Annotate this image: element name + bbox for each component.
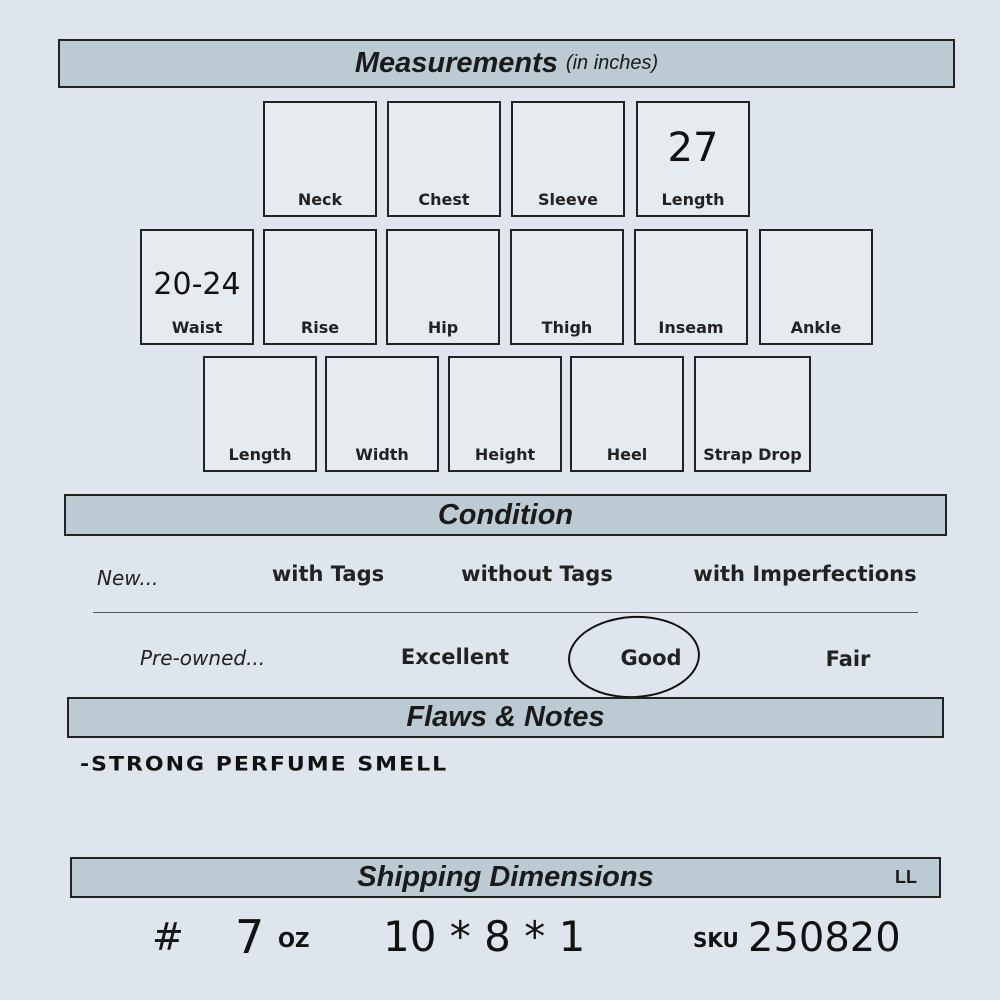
measurement-box-hip[interactable]: Hip <box>386 229 500 345</box>
measurement-box-neck[interactable]: Neck <box>263 101 377 217</box>
measurement-label: Neck <box>297 190 343 209</box>
measurement-label: Waist <box>171 318 223 337</box>
flaws-note: -STRONG PERFUME SMELL <box>80 753 449 776</box>
measurement-label: Hip <box>427 318 459 337</box>
measurement-box-rise[interactable]: Rise <box>263 229 377 345</box>
condition-header: Condition <box>64 494 947 536</box>
new-label: New... <box>97 566 159 590</box>
measurement-label: Width <box>355 445 409 464</box>
measurement-value: 27 <box>667 125 719 171</box>
option-without-tags[interactable]: without Tags <box>461 562 613 586</box>
measurement-box-inseam[interactable]: Inseam <box>634 229 748 345</box>
weight-unit: OZ <box>278 928 310 952</box>
option-good[interactable]: Good <box>620 646 682 670</box>
measurement-box-height[interactable]: Height <box>448 356 562 472</box>
option-fair[interactable]: Fair <box>825 647 871 671</box>
section-title: Measurements <box>354 47 558 79</box>
section-title: Flaws & Notes <box>406 701 605 733</box>
shipping-header: Shipping Dimensions LL <box>70 857 941 898</box>
option-excellent[interactable]: Excellent <box>400 645 510 669</box>
measurement-label: Length <box>661 190 725 209</box>
option-with-tags[interactable]: with Tags <box>271 562 385 586</box>
measurement-label: Inseam <box>658 318 724 337</box>
measurement-box-length[interactable]: Length <box>203 356 317 472</box>
measurement-label: Strap Drop <box>703 445 802 464</box>
preowned-label: Pre-owned... <box>140 646 266 670</box>
measurement-box-width[interactable]: Width <box>325 356 439 472</box>
measurement-value: 20-24 <box>153 267 241 302</box>
dimensions: 10 * 8 * 1 <box>383 912 586 961</box>
measurement-box-chest[interactable]: Chest <box>387 101 501 217</box>
measurement-box-strap-drop[interactable]: Strap Drop <box>694 356 811 472</box>
measurements-header: Measurements (in inches) <box>58 39 955 88</box>
measurement-box-thigh[interactable]: Thigh <box>510 229 624 345</box>
measurement-label: Sleeve <box>538 190 598 209</box>
measurement-box-ankle[interactable]: Ankle <box>759 229 873 345</box>
initials: LL <box>895 867 917 887</box>
measurement-label: Ankle <box>790 318 842 337</box>
measurement-label: Length <box>228 445 292 464</box>
section-title: Shipping Dimensions <box>357 861 654 893</box>
measurement-label: Chest <box>418 190 470 209</box>
option-with-imperfections[interactable]: with Imperfections <box>693 562 917 586</box>
weight-prefix: # <box>152 915 184 959</box>
selected-circle <box>565 612 703 702</box>
measurement-label: Rise <box>300 318 340 337</box>
flaws-header: Flaws & Notes <box>67 697 944 738</box>
measurement-label: Heel <box>606 445 648 464</box>
section-title: Condition <box>437 498 574 531</box>
measurement-box-sleeve[interactable]: Sleeve <box>511 101 625 217</box>
weight-value: 7 <box>235 910 265 964</box>
measurement-label: Height <box>474 445 536 464</box>
sku-label: SKU <box>693 928 739 952</box>
sku-value: 250820 <box>748 915 901 961</box>
measurement-label: Thigh <box>541 318 593 337</box>
section-subtitle: (in inches) <box>565 52 659 74</box>
divider <box>93 612 918 613</box>
measurement-box-heel[interactable]: Heel <box>570 356 684 472</box>
